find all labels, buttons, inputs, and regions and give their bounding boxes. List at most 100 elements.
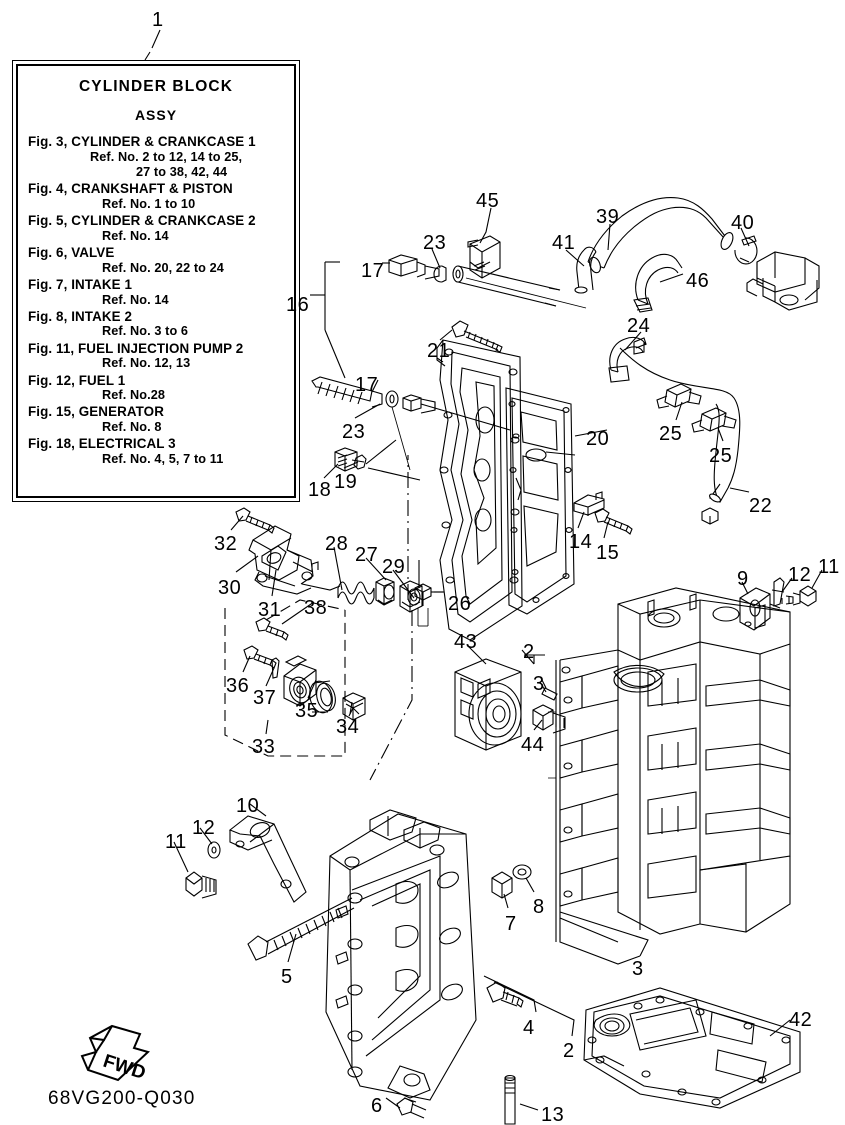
callout-3: 3 [632,958,644,980]
callout-45: 45 [476,190,500,212]
clamp-46 [633,253,683,313]
bolt-36 [243,645,277,669]
legend-entry-fig: Fig. 11, FUEL INJECTION PUMP 2 [28,340,244,356]
plug-18 [334,447,358,472]
callout-38: 38 [304,597,328,619]
long-bolt-5 [247,897,355,961]
group-33-boundary [224,599,346,757]
callout-7: 7 [505,913,517,935]
callout-33: 33 [252,736,276,758]
callout-2: 2 [563,1040,575,1062]
clip-25-b [691,407,737,433]
callout-3: 3 [533,673,545,695]
cylinder-head-lower [325,809,477,1103]
hose-22 [619,347,741,503]
legend-box: CYLINDER BLOCK ASSY Fig. 3, CYLINDER & C… [12,60,300,502]
legend-subtitle: ASSY [134,107,178,123]
legend-entry-ref: Ref. No. 20, 22 to 24 [102,260,224,275]
clamp-24 [608,336,647,383]
washer-23-upper [433,265,447,283]
legend-entry-ref: Ref. No. 12, 13 [102,356,191,371]
clip-25-a [656,383,702,409]
callout-8: 8 [533,896,545,918]
callout-37: 37 [253,687,277,709]
callout-30: 30 [218,577,242,599]
callout-46: 46 [686,270,710,292]
legend-entry: Fig. 15, GENERATOR Ref. No. 8 [28,404,284,435]
legend-entry-ref: 27 to 38, 42, 44 [136,164,228,179]
clamp-40 [734,235,758,265]
hose-39 [587,196,734,274]
bolt-11-lower [185,871,217,899]
plug-34 [342,692,366,721]
callout-11: 11 [818,556,840,578]
callout-19: 19 [334,471,358,493]
callout-13: 13 [541,1104,565,1125]
callout-6: 6 [371,1095,383,1117]
callout-leaders [173,207,823,1111]
callout-22: 22 [749,495,773,517]
callout-25: 25 [659,423,683,445]
crankcase-cover [436,339,523,641]
callout-11: 11 [165,831,187,853]
spring-28 [337,581,375,605]
callout-39: 39 [596,206,620,228]
legend-entry-ref: Ref. No.28 [102,388,166,403]
section-divider-b [369,610,413,781]
pipe-16 [452,265,587,309]
callout-2: 2 [523,641,535,663]
callout-24: 24 [627,315,651,337]
legend-entry-fig: Fig. 8, INTAKE 2 [28,308,133,324]
legend-box-inner: CYLINDER BLOCK ASSY Fig. 3, CYLINDER & C… [16,64,296,498]
callout-16: 16 [286,294,310,316]
legend-entry-fig: Fig. 5, CYLINDER & CRANKCASE 2 [28,213,256,229]
bolt-15 [594,508,633,535]
bracket-16 [310,261,346,379]
callout-15: 15 [596,542,620,564]
callout-43: 43 [454,631,478,653]
callout-34: 34 [336,716,360,738]
bearing-housing [283,655,317,707]
bolt-21 [451,320,503,353]
legend-title: CYLINDER BLOCK [78,78,234,95]
part-27 [375,577,395,606]
callout-5: 5 [281,966,293,988]
legend-entry-ref: Ref. No. 14 [102,292,169,307]
fitting-17-upper [388,254,440,280]
callout-41: 41 [552,232,576,254]
leader-1 [144,29,161,61]
legend-entry: Fig. 6, VALVE Ref. No. 20, 22 to 24 [28,245,284,276]
bolt-32 [235,507,275,534]
callout-21: 21 [427,340,451,362]
callout-27: 27 [355,544,379,566]
callout-36: 36 [226,675,250,697]
callout-23: 23 [342,421,366,443]
legend-entry: Fig. 11, FUEL INJECTION PUMP 2 Ref. No. … [28,341,284,372]
bolt-11-upper [781,585,817,607]
legend-entry-fig: Fig. 18, ELECTRICAL 3 [28,436,176,452]
bracket-14 [573,491,605,516]
legend-entry: Fig. 3, CYLINDER & CRANKCASE 1 Ref. No. … [28,134,284,180]
nipple-under-hose [701,507,719,525]
oil-filter-43 [454,658,522,751]
bracket-10 [228,815,307,903]
callout-1: 1 [152,9,164,31]
callout-18: 18 [308,479,332,501]
legend-entry-ref: Ref. No. 3 to 6 [102,324,189,339]
callout-26: 26 [448,593,472,615]
legend-entry-fig: Fig. 7, INTAKE 1 [28,276,133,292]
stud-13 [504,1074,516,1125]
bracket-2-3 [524,654,558,701]
callout-10: 10 [236,795,260,817]
fwd-arrow-icon: FWD [80,1024,150,1084]
bolt-7 [491,871,513,899]
washer-12-lower [207,841,221,859]
callout-17: 17 [355,374,379,396]
callout-17: 17 [361,260,385,282]
legend-entry: Fig. 5, CYLINDER & CRANKCASE 2 Ref. No. … [28,213,284,244]
legend-entry-ref: Ref. No. 8 [102,420,162,435]
bearing-35 [309,680,336,714]
callout-12: 12 [788,564,812,586]
callout-12: 12 [192,817,216,839]
